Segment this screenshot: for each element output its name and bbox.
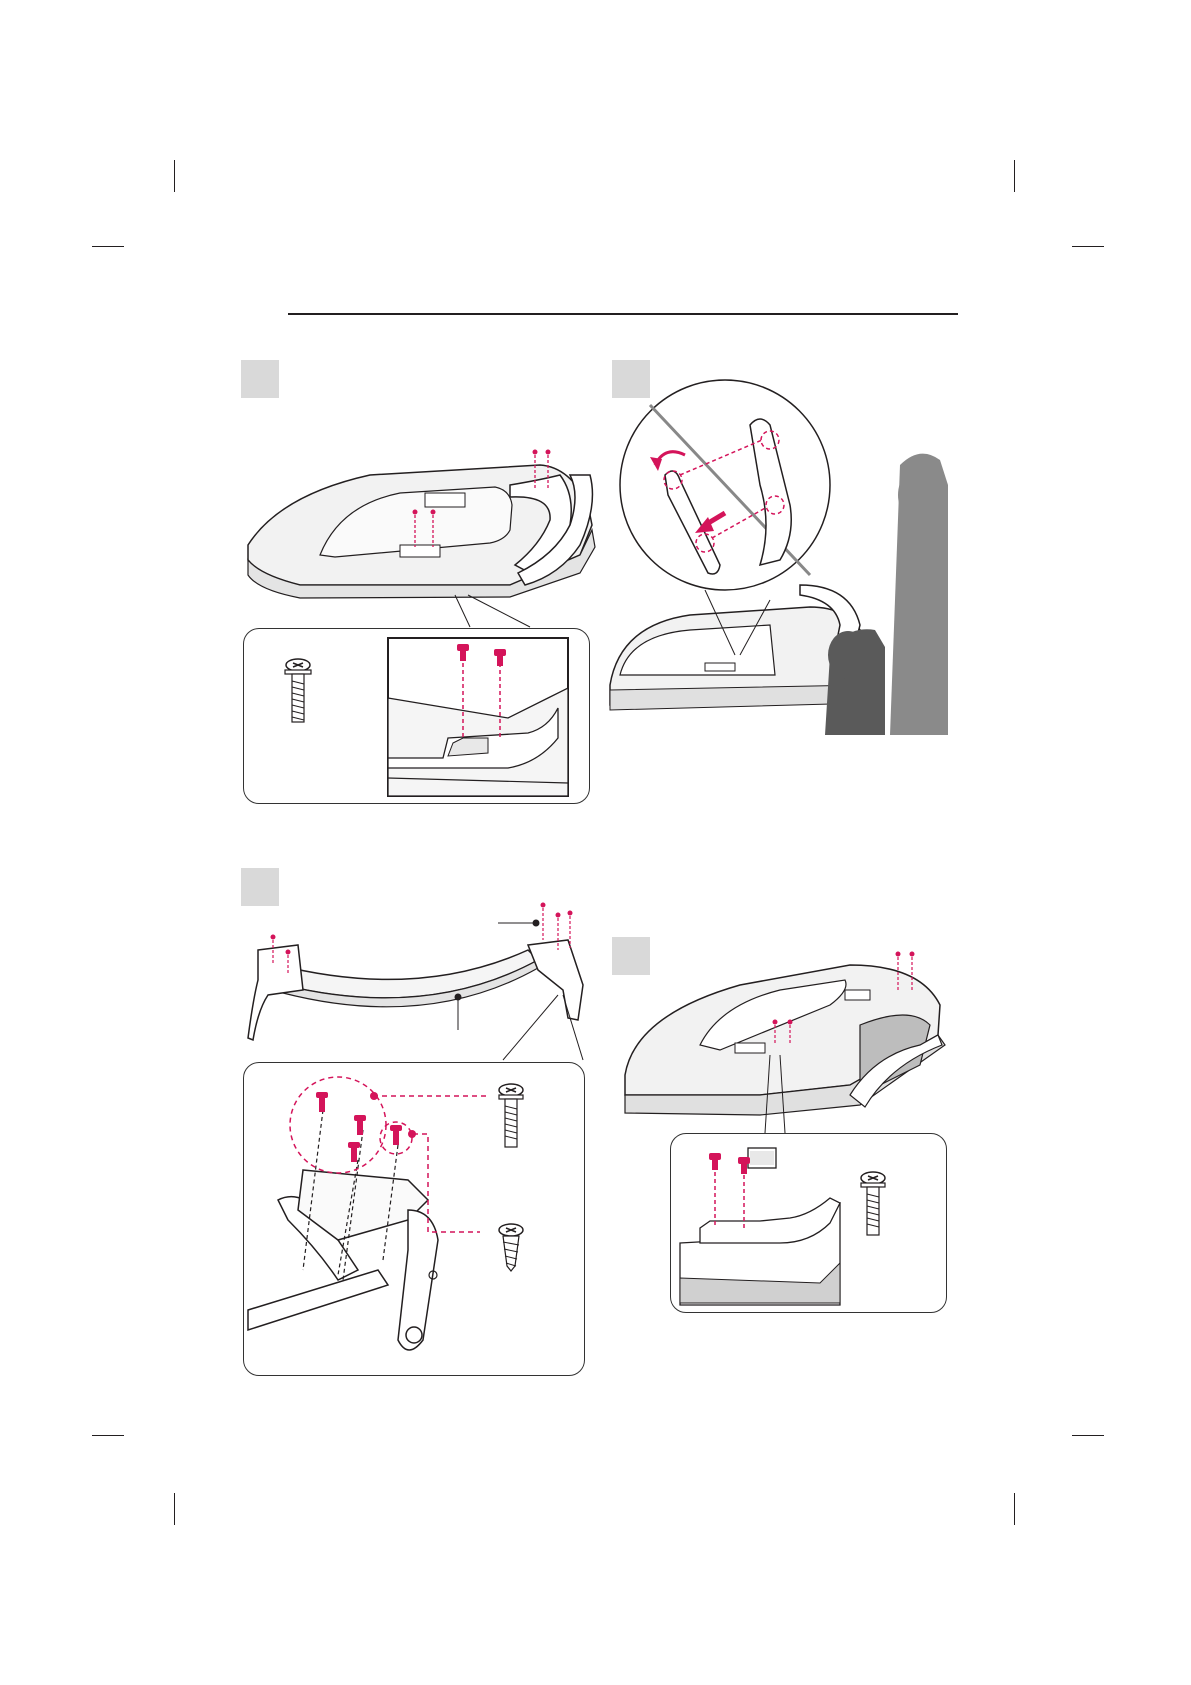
step3-screw-short-icon [493, 1222, 529, 1272]
step3-screw-long-icon [493, 1082, 529, 1150]
crop-mark-bottom-right-v [1014, 1493, 1015, 1525]
crop-mark-top-left-h [92, 246, 124, 247]
step4-tv-illustration [620, 945, 950, 1130]
crop-mark-top-right-v [1014, 160, 1015, 192]
crop-mark-bottom-left-v [174, 1493, 175, 1525]
step3-stand-illustration [238, 900, 598, 1050]
step4-closeup [680, 1143, 840, 1305]
crop-mark-bottom-left-h [92, 1435, 124, 1436]
header-rule [288, 313, 958, 315]
step1-closeup [388, 638, 568, 796]
step2-illustration [610, 385, 955, 735]
step1-screw-icon [278, 657, 318, 727]
step1-tv-illustration [240, 435, 600, 635]
crop-mark-top-right-h [1072, 246, 1104, 247]
crop-mark-bottom-right-h [1072, 1435, 1104, 1436]
step-box-1 [241, 360, 279, 398]
crop-mark-top-left-v [174, 160, 175, 192]
step4-screw-icon [855, 1170, 891, 1238]
